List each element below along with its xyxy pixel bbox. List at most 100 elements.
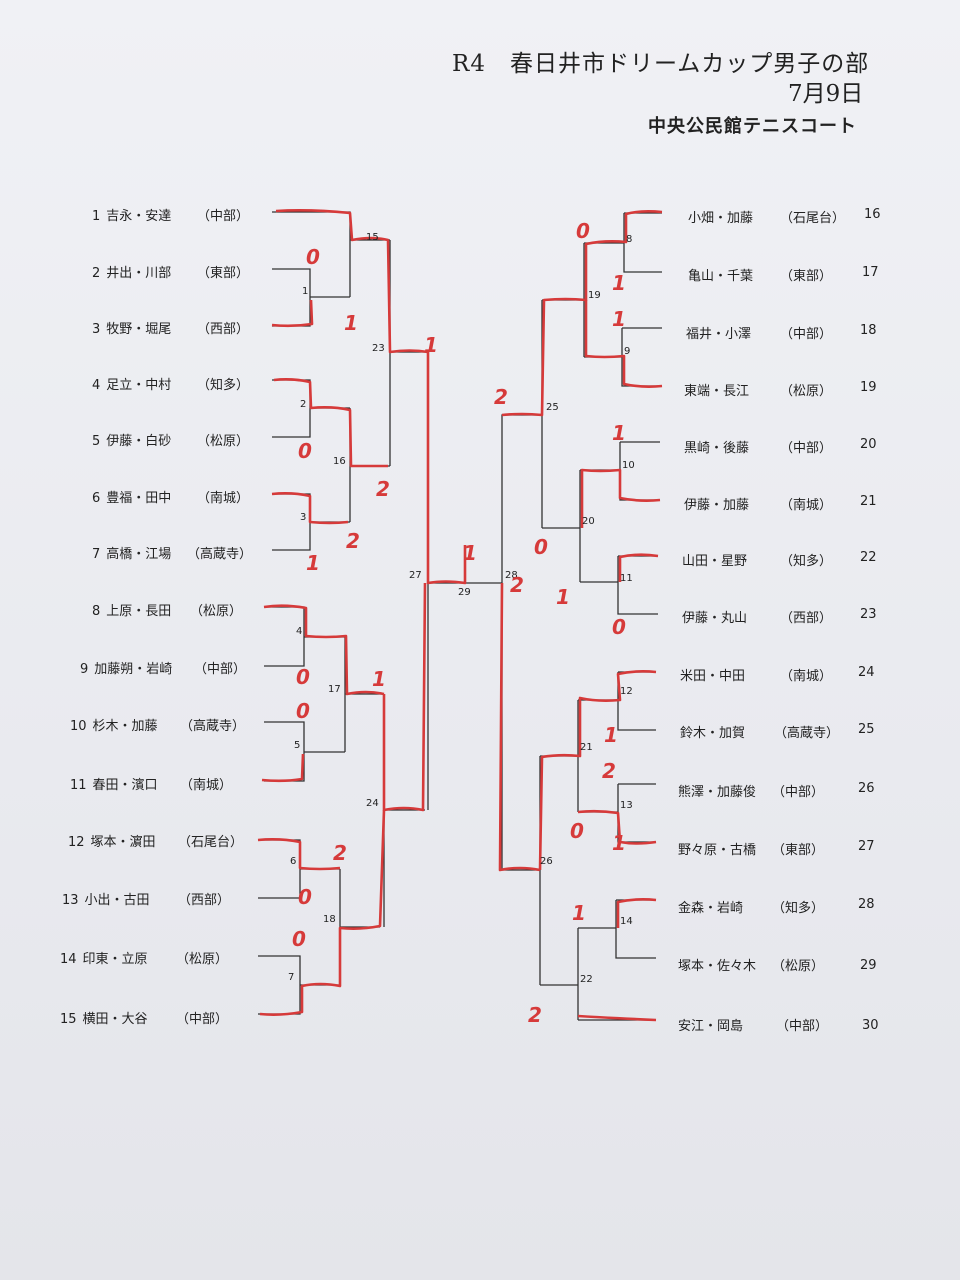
player-number: 2 bbox=[92, 266, 101, 281]
player-entry: 伊藤・丸山（西部） bbox=[682, 607, 832, 626]
player-names: 牧野・堀尾 bbox=[106, 322, 172, 337]
player-team: （高蔵寺） bbox=[774, 726, 840, 741]
player-number: 15 bbox=[60, 1012, 77, 1027]
player-names: 横田・大谷 bbox=[82, 1012, 148, 1027]
match-number: 10 bbox=[622, 460, 635, 471]
player-team: （南城） bbox=[180, 778, 233, 793]
score-mark: 1 bbox=[306, 551, 320, 575]
match-number: 28 bbox=[505, 570, 518, 581]
player-number: 24 bbox=[858, 665, 875, 680]
match-number: 7 bbox=[288, 972, 294, 983]
player-team: （中部） bbox=[197, 209, 250, 224]
score-mark: 1 bbox=[612, 271, 626, 295]
score-mark: 1 bbox=[604, 723, 618, 747]
match-number: 15 bbox=[366, 232, 379, 243]
match-number: 24 bbox=[366, 798, 379, 809]
player-names: 春田・濱口 bbox=[92, 778, 158, 793]
player-number: 28 bbox=[858, 897, 875, 912]
player-number: 12 bbox=[68, 835, 85, 850]
score-mark: 0 bbox=[306, 245, 320, 269]
player-entry: 野々原・古橋 （東部） bbox=[678, 839, 824, 858]
score-mark: 2 bbox=[602, 759, 616, 783]
player-entry: 山田・星野（知多） bbox=[682, 550, 832, 569]
player-number: 11 bbox=[70, 778, 87, 793]
player-number: 14 bbox=[60, 952, 77, 967]
match-number-group: 15 1 23 2 16 3 27 29 4 17 5 24 6 18 7 8 … bbox=[288, 232, 635, 985]
player-names: 加藤朔・岩崎 bbox=[94, 662, 173, 677]
score-mark: 1 bbox=[344, 311, 358, 335]
score-mark: 0 bbox=[296, 699, 310, 723]
score-mark: 2 bbox=[346, 529, 360, 553]
match-number: 26 bbox=[540, 856, 553, 867]
player-entry: 安江・岡島（中部） bbox=[678, 1015, 828, 1034]
score-mark: 1 bbox=[424, 333, 438, 357]
player-team: （中部） bbox=[780, 441, 833, 456]
player-team: （東部） bbox=[772, 843, 825, 858]
player-number: 25 bbox=[858, 722, 875, 737]
player-number: 7 bbox=[92, 547, 101, 562]
player-names: 熊澤・加藤俊 bbox=[678, 785, 757, 800]
match-number: 17 bbox=[328, 684, 341, 695]
match-number: 16 bbox=[333, 456, 346, 467]
player-names: 野々原・古橋 bbox=[678, 843, 757, 858]
match-number: 13 bbox=[620, 800, 633, 811]
score-mark: 1 bbox=[463, 541, 477, 565]
player-team: （東部） bbox=[780, 269, 833, 284]
score-mark: 0 bbox=[570, 819, 584, 843]
player-team: （松原） bbox=[772, 959, 825, 974]
player-team: （中部） bbox=[194, 662, 247, 677]
player-team: （南城） bbox=[197, 491, 250, 506]
player-team: （石尾台） bbox=[780, 211, 846, 226]
player-number: 20 bbox=[860, 437, 877, 452]
match-number: 14 bbox=[620, 916, 633, 927]
player-team: （南城） bbox=[780, 498, 833, 513]
player-team: （中部） bbox=[780, 327, 833, 342]
player-names: 小出・古田 bbox=[84, 893, 150, 908]
score-mark: 0 bbox=[576, 219, 590, 243]
player-entry: 東端・長江（松原） bbox=[684, 380, 832, 399]
score-mark: 1 bbox=[612, 307, 626, 331]
score-mark: 1 bbox=[612, 421, 626, 445]
score-mark: 1 bbox=[572, 901, 586, 925]
match-number: 23 bbox=[372, 343, 385, 354]
player-number: 4 bbox=[92, 378, 101, 393]
match-number: 4 bbox=[296, 626, 302, 637]
score-mark: 1 bbox=[612, 831, 626, 855]
player-names: 鈴木・加賀 bbox=[680, 726, 746, 741]
player-number: 8 bbox=[92, 604, 101, 619]
match-number: 22 bbox=[580, 974, 593, 985]
player-names: 金森・岩崎 bbox=[678, 901, 744, 916]
player-number: 29 bbox=[860, 958, 877, 973]
player-names: 安江・岡島 bbox=[678, 1019, 744, 1034]
player-entry: 黒崎・後藤 （中部） bbox=[684, 437, 832, 456]
score-mark: 0 bbox=[298, 885, 312, 909]
score-mark: 2 bbox=[494, 385, 508, 409]
player-names: 吉永・安達 bbox=[106, 209, 172, 224]
score-mark: 0 bbox=[612, 615, 626, 639]
player-number: 5 bbox=[92, 434, 101, 449]
match-number: 29 bbox=[458, 587, 471, 598]
player-entry: 11 春田・濱口 （南城） bbox=[70, 774, 232, 793]
player-names: 塚本・濵田 bbox=[90, 835, 156, 850]
player-team: （知多） bbox=[780, 554, 833, 569]
score-mark: 1 bbox=[372, 667, 386, 691]
player-names: 杉木・加藤 bbox=[92, 719, 158, 734]
score-mark: 2 bbox=[333, 841, 347, 865]
player-entry: 米田・中田（南城） bbox=[680, 665, 832, 684]
player-team: （西部） bbox=[178, 893, 231, 908]
player-team: （南城） bbox=[780, 669, 833, 684]
match-number: 19 bbox=[588, 290, 601, 301]
player-number: 21 bbox=[860, 494, 877, 509]
player-names: 黒崎・後藤 bbox=[684, 441, 750, 456]
player-team: （西部） bbox=[780, 611, 833, 626]
match-number: 21 bbox=[580, 742, 593, 753]
player-names: 東端・長江 bbox=[684, 384, 750, 399]
